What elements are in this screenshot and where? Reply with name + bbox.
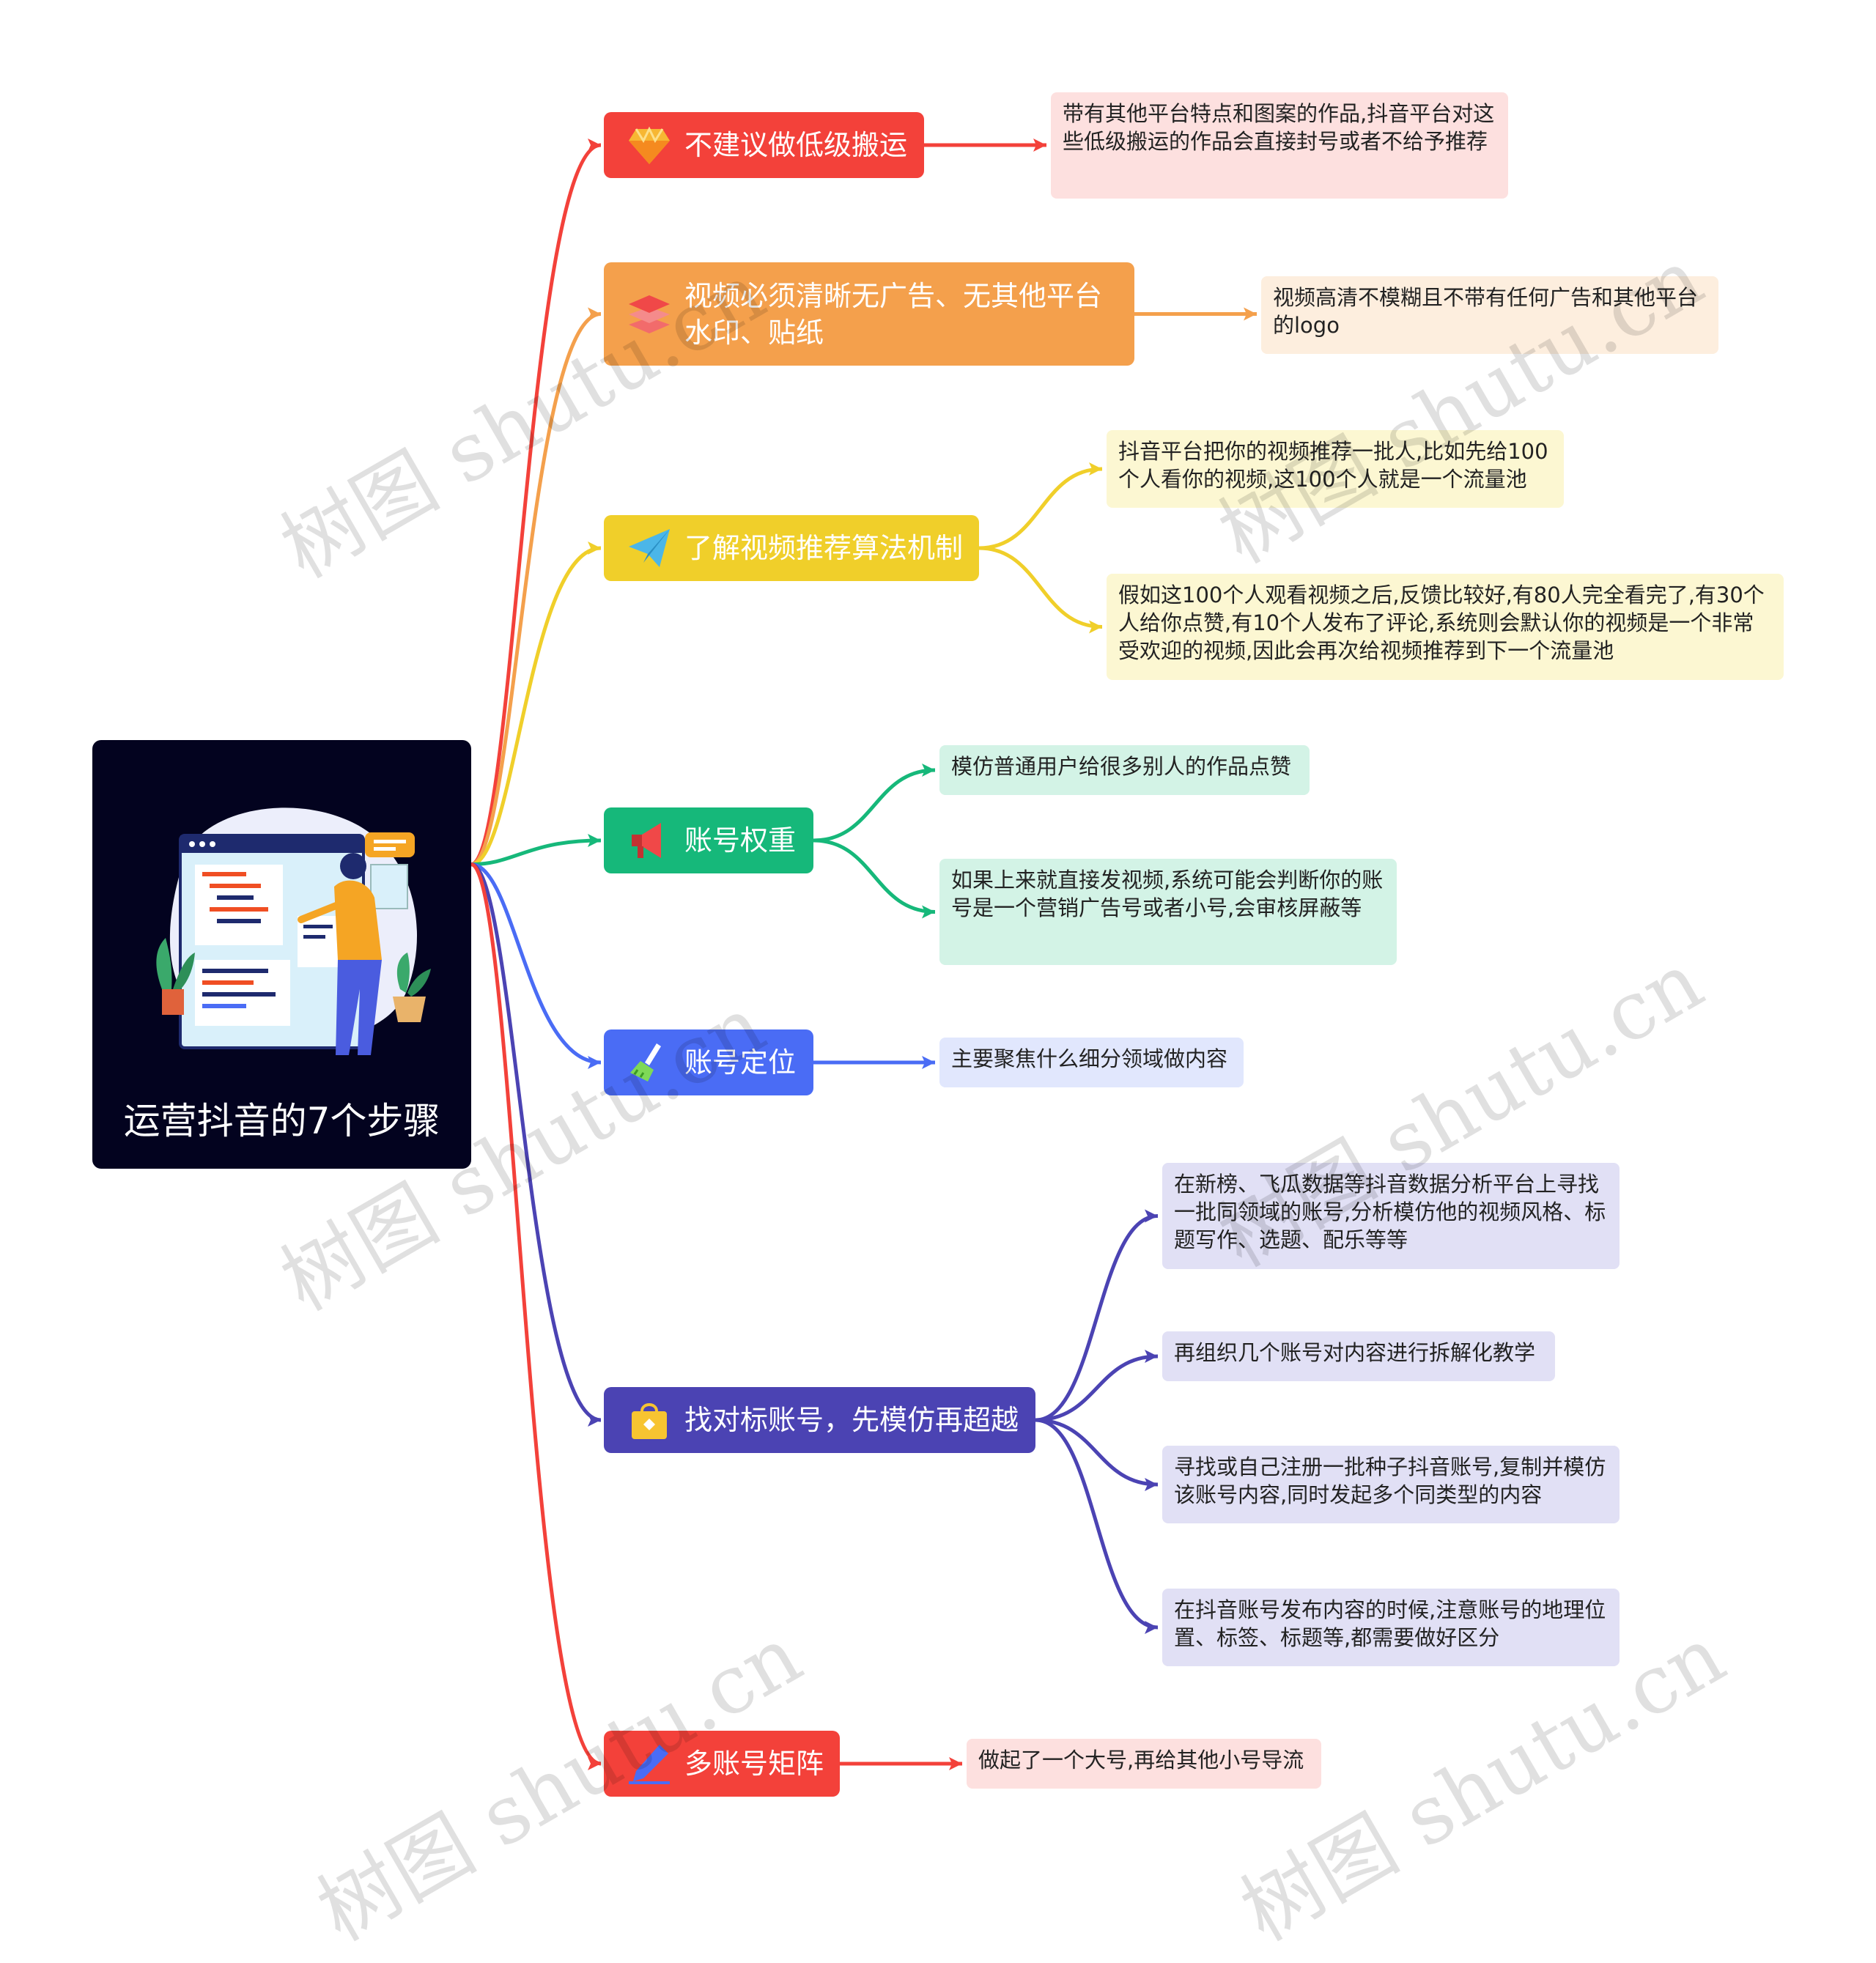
root-title: 运营抖音的7个步骤 [123, 1100, 440, 1142]
leaf-note[interactable]: 视频高清不模糊且不带有任何广告和其他平台的logo [1261, 276, 1718, 354]
arrow-head [922, 905, 935, 919]
arrow-head [1145, 1478, 1158, 1491]
branch-benchmark-accounts[interactable]: 找对标账号，先模仿再超越 [604, 1387, 1035, 1453]
connector-line [1035, 1418, 1159, 1630]
branch-multi-account-matrix[interactable]: 多账号矩阵 [604, 1731, 840, 1797]
leaf-text: 抖音平台把你的视频推荐一批人,比如先给100个人看你的视频,这100个人就是一个… [1118, 439, 1548, 492]
leaf-note[interactable]: 做起了一个大号,再给其他小号导流 [967, 1739, 1321, 1789]
connector-line [813, 768, 936, 843]
arrow-head [588, 1056, 601, 1069]
arrow-head [1089, 620, 1102, 634]
arrow-head [588, 1413, 601, 1427]
branch-account-weight[interactable]: 账号权重 [604, 807, 813, 873]
arrow-head [922, 764, 935, 777]
arrow-head [949, 1757, 962, 1770]
connector-line [470, 862, 602, 1766]
diamond-icon [629, 126, 670, 164]
arrow-head [1244, 307, 1257, 321]
arrow-head [588, 834, 601, 847]
leaf-text: 模仿普通用户给很多别人的作品点赞 [951, 754, 1292, 779]
branch-label: 账号定位 [684, 1046, 797, 1079]
layers-icon [629, 295, 670, 333]
leaf-text: 在抖音账号发布内容的时候,注意账号的地理位置、标签、标题等,都需要做好区分 [1174, 1597, 1606, 1650]
leaf-note[interactable]: 抖音平台把你的视频推荐一批人,比如先给100个人看你的视频,这100个人就是一个… [1107, 430, 1564, 508]
leaf-note[interactable]: 带有其他平台特点和图案的作品,抖音平台对这些低级搬运的作品会直接封号或者不给予推… [1051, 92, 1508, 199]
connector-lines [470, 138, 1257, 1770]
arrow-head [1089, 462, 1102, 476]
leaf-note[interactable]: 如果上来就直接发视频,系统可能会判断你的账号是一个营销广告号或者小号,会审核屏蔽… [939, 859, 1397, 965]
connector-line [978, 467, 1103, 550]
leaf-note[interactable]: 寻找或自己注册一批种子抖音账号,复制并模仿该账号内容,同时发起多个同类型的内容 [1162, 1446, 1620, 1523]
presentation-illustration [156, 807, 431, 1055]
leaf-text: 如果上来就直接发视频,系统可能会判断你的账号是一个营销广告号或者小号,会审核屏蔽… [951, 868, 1384, 920]
connector-line [470, 862, 602, 1065]
shopping-bag-icon [632, 1403, 667, 1439]
leaf-note[interactable]: 在抖音账号发布内容的时候,注意账号的地理位置、标签、标题等,都需要做好区分 [1162, 1589, 1620, 1666]
connector-line [470, 143, 602, 867]
megaphone-icon [632, 823, 661, 858]
leaf-text: 在新榜、飞瓜数据等抖音数据分析平台上寻找一批同领域的账号,分析模仿他的视频风格、… [1174, 1172, 1606, 1252]
leaf-note[interactable]: 假如这100个人观看视频之后,反馈比较好,有80人完全看完了,有30个人给你点赞… [1107, 574, 1784, 680]
leaf-note[interactable]: 模仿普通用户给很多别人的作品点赞 [939, 745, 1310, 795]
connector-line [1035, 1418, 1159, 1487]
leaf-text: 主要聚焦什么细分领域做内容 [951, 1046, 1228, 1071]
branch-no-low-level-repost[interactable]: 不建议做低级搬运 [604, 112, 924, 178]
root-node[interactable]: 运营抖音的7个步骤 [92, 740, 471, 1169]
leaf-text: 做起了一个大号,再给其他小号导流 [978, 1748, 1304, 1772]
connector-line [470, 546, 602, 867]
branch-label: 视频必须清晰无广告、无其他平台水印、贴纸 [684, 279, 1103, 349]
leaf-text: 寻找或自己注册一批种子抖音账号,复制并模仿该账号内容,同时发起多个同类型的内容 [1174, 1454, 1606, 1507]
arrow-head [588, 1757, 601, 1770]
connector-line [978, 546, 1103, 629]
arrow-head [1145, 1209, 1158, 1223]
arrow-head [588, 307, 601, 321]
paper-plane-icon [629, 529, 670, 567]
arrow-head [1145, 1621, 1158, 1634]
branch-account-positioning[interactable]: 账号定位 [604, 1029, 813, 1095]
leaf-text: 带有其他平台特点和图案的作品,抖音平台对这些低级搬运的作品会直接封号或者不给予推… [1063, 101, 1495, 154]
connector-line [470, 312, 602, 867]
connector-line [1035, 1214, 1159, 1422]
branch-label: 了解视频推荐算法机制 [684, 532, 964, 564]
broom-icon [630, 1043, 661, 1082]
arrow-head [1145, 1350, 1158, 1363]
leaf-text: 视频高清不模糊且不带有任何广告和其他平台的logo [1273, 285, 1699, 338]
leaf-note[interactable]: 主要聚焦什么细分领域做内容 [939, 1038, 1244, 1087]
branch-clear-video[interactable]: 视频必须清晰无广告、无其他平台水印、贴纸 [604, 262, 1134, 366]
arrow-head [588, 541, 601, 555]
connector-line [470, 862, 602, 1422]
connector-line [470, 838, 602, 867]
leaf-text: 假如这100个人观看视频之后,反馈比较好,有80人完全看完了,有30个人给你点赞… [1118, 583, 1765, 663]
arrow-head [588, 138, 601, 152]
arrow-head [922, 1056, 935, 1069]
branch-label: 找对标账号，先模仿再超越 [684, 1404, 1019, 1436]
leaf-text: 再组织几个账号对内容进行拆解化教学 [1174, 1340, 1536, 1365]
branch-label: 不建议做低级搬运 [684, 129, 908, 161]
leaf-note[interactable]: 再组织几个账号对内容进行拆解化教学 [1162, 1331, 1555, 1381]
arrow-head [1033, 138, 1046, 152]
branch-label: 账号权重 [684, 824, 797, 857]
branch-label: 多账号矩阵 [684, 1748, 824, 1780]
pen-icon [629, 1745, 670, 1784]
connector-line [1035, 1354, 1159, 1422]
branch-recommendation-algorithm[interactable]: 了解视频推荐算法机制 [604, 515, 979, 581]
connector-line [813, 838, 936, 914]
leaf-note[interactable]: 在新榜、飞瓜数据等抖音数据分析平台上寻找一批同领域的账号,分析模仿他的视频风格、… [1162, 1163, 1620, 1269]
